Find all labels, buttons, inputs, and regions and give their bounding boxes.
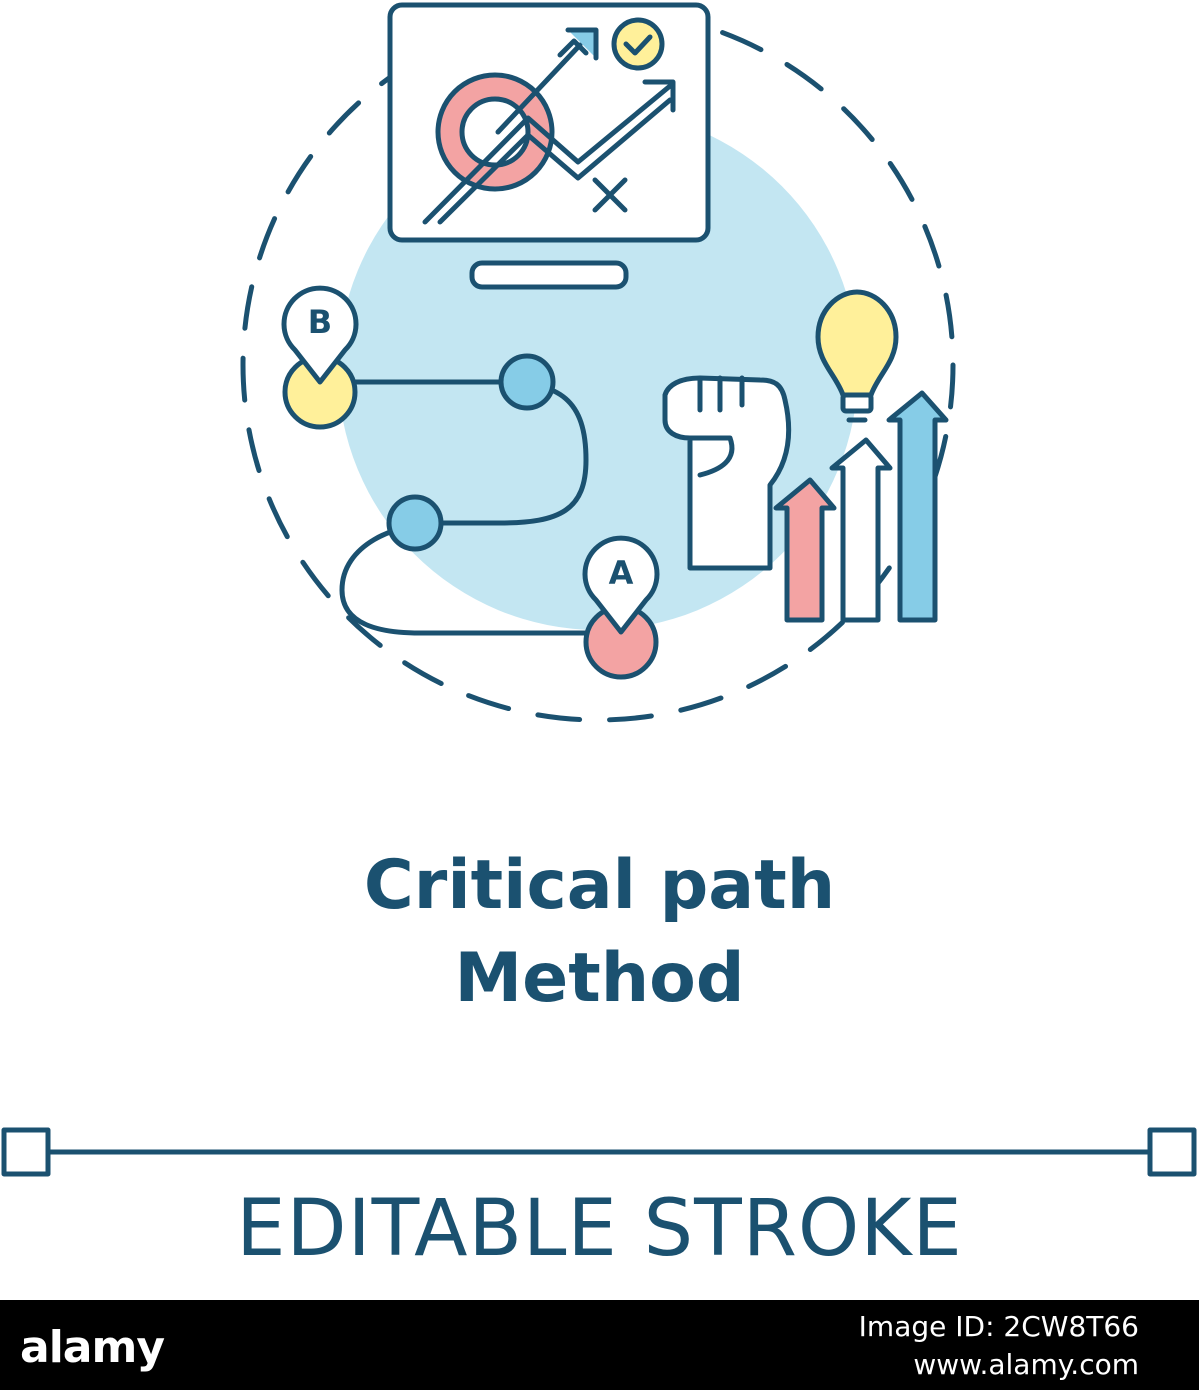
concept-illustration: B A (1, 2, 1197, 1177)
route-node (386, 494, 444, 552)
route-path (339, 379, 589, 636)
route-node (498, 353, 556, 411)
location-pin-icon (582, 535, 660, 680)
editable-stroke-guide (1, 1127, 1197, 1177)
image-id-text: Image ID: 2CW8T66 (858, 1310, 1139, 1343)
lightbulb-icon (815, 289, 899, 423)
stock-url-text: www.alamy.com (913, 1348, 1139, 1381)
arrow-icon (495, 27, 599, 135)
cross-icon (592, 177, 628, 213)
trend-arrow-icon (422, 79, 676, 225)
title-line-1: Critical path (363, 846, 836, 925)
editable-stroke-caption: EDITABLE STROKE (236, 1190, 963, 1274)
pin-b-label: B (308, 303, 332, 341)
pin-a-label: A (609, 554, 634, 592)
check-badge-icon (611, 17, 665, 71)
stock-logo: alamy (20, 1322, 165, 1373)
title-line-2: Method (454, 939, 745, 1018)
stock-footer: alamy Image ID: 2CW8T66 www.alamy.com (0, 1300, 1199, 1390)
location-pin-icon (281, 285, 359, 430)
raised-fist-icon (662, 375, 792, 571)
growth-arrows-icon (773, 390, 949, 623)
